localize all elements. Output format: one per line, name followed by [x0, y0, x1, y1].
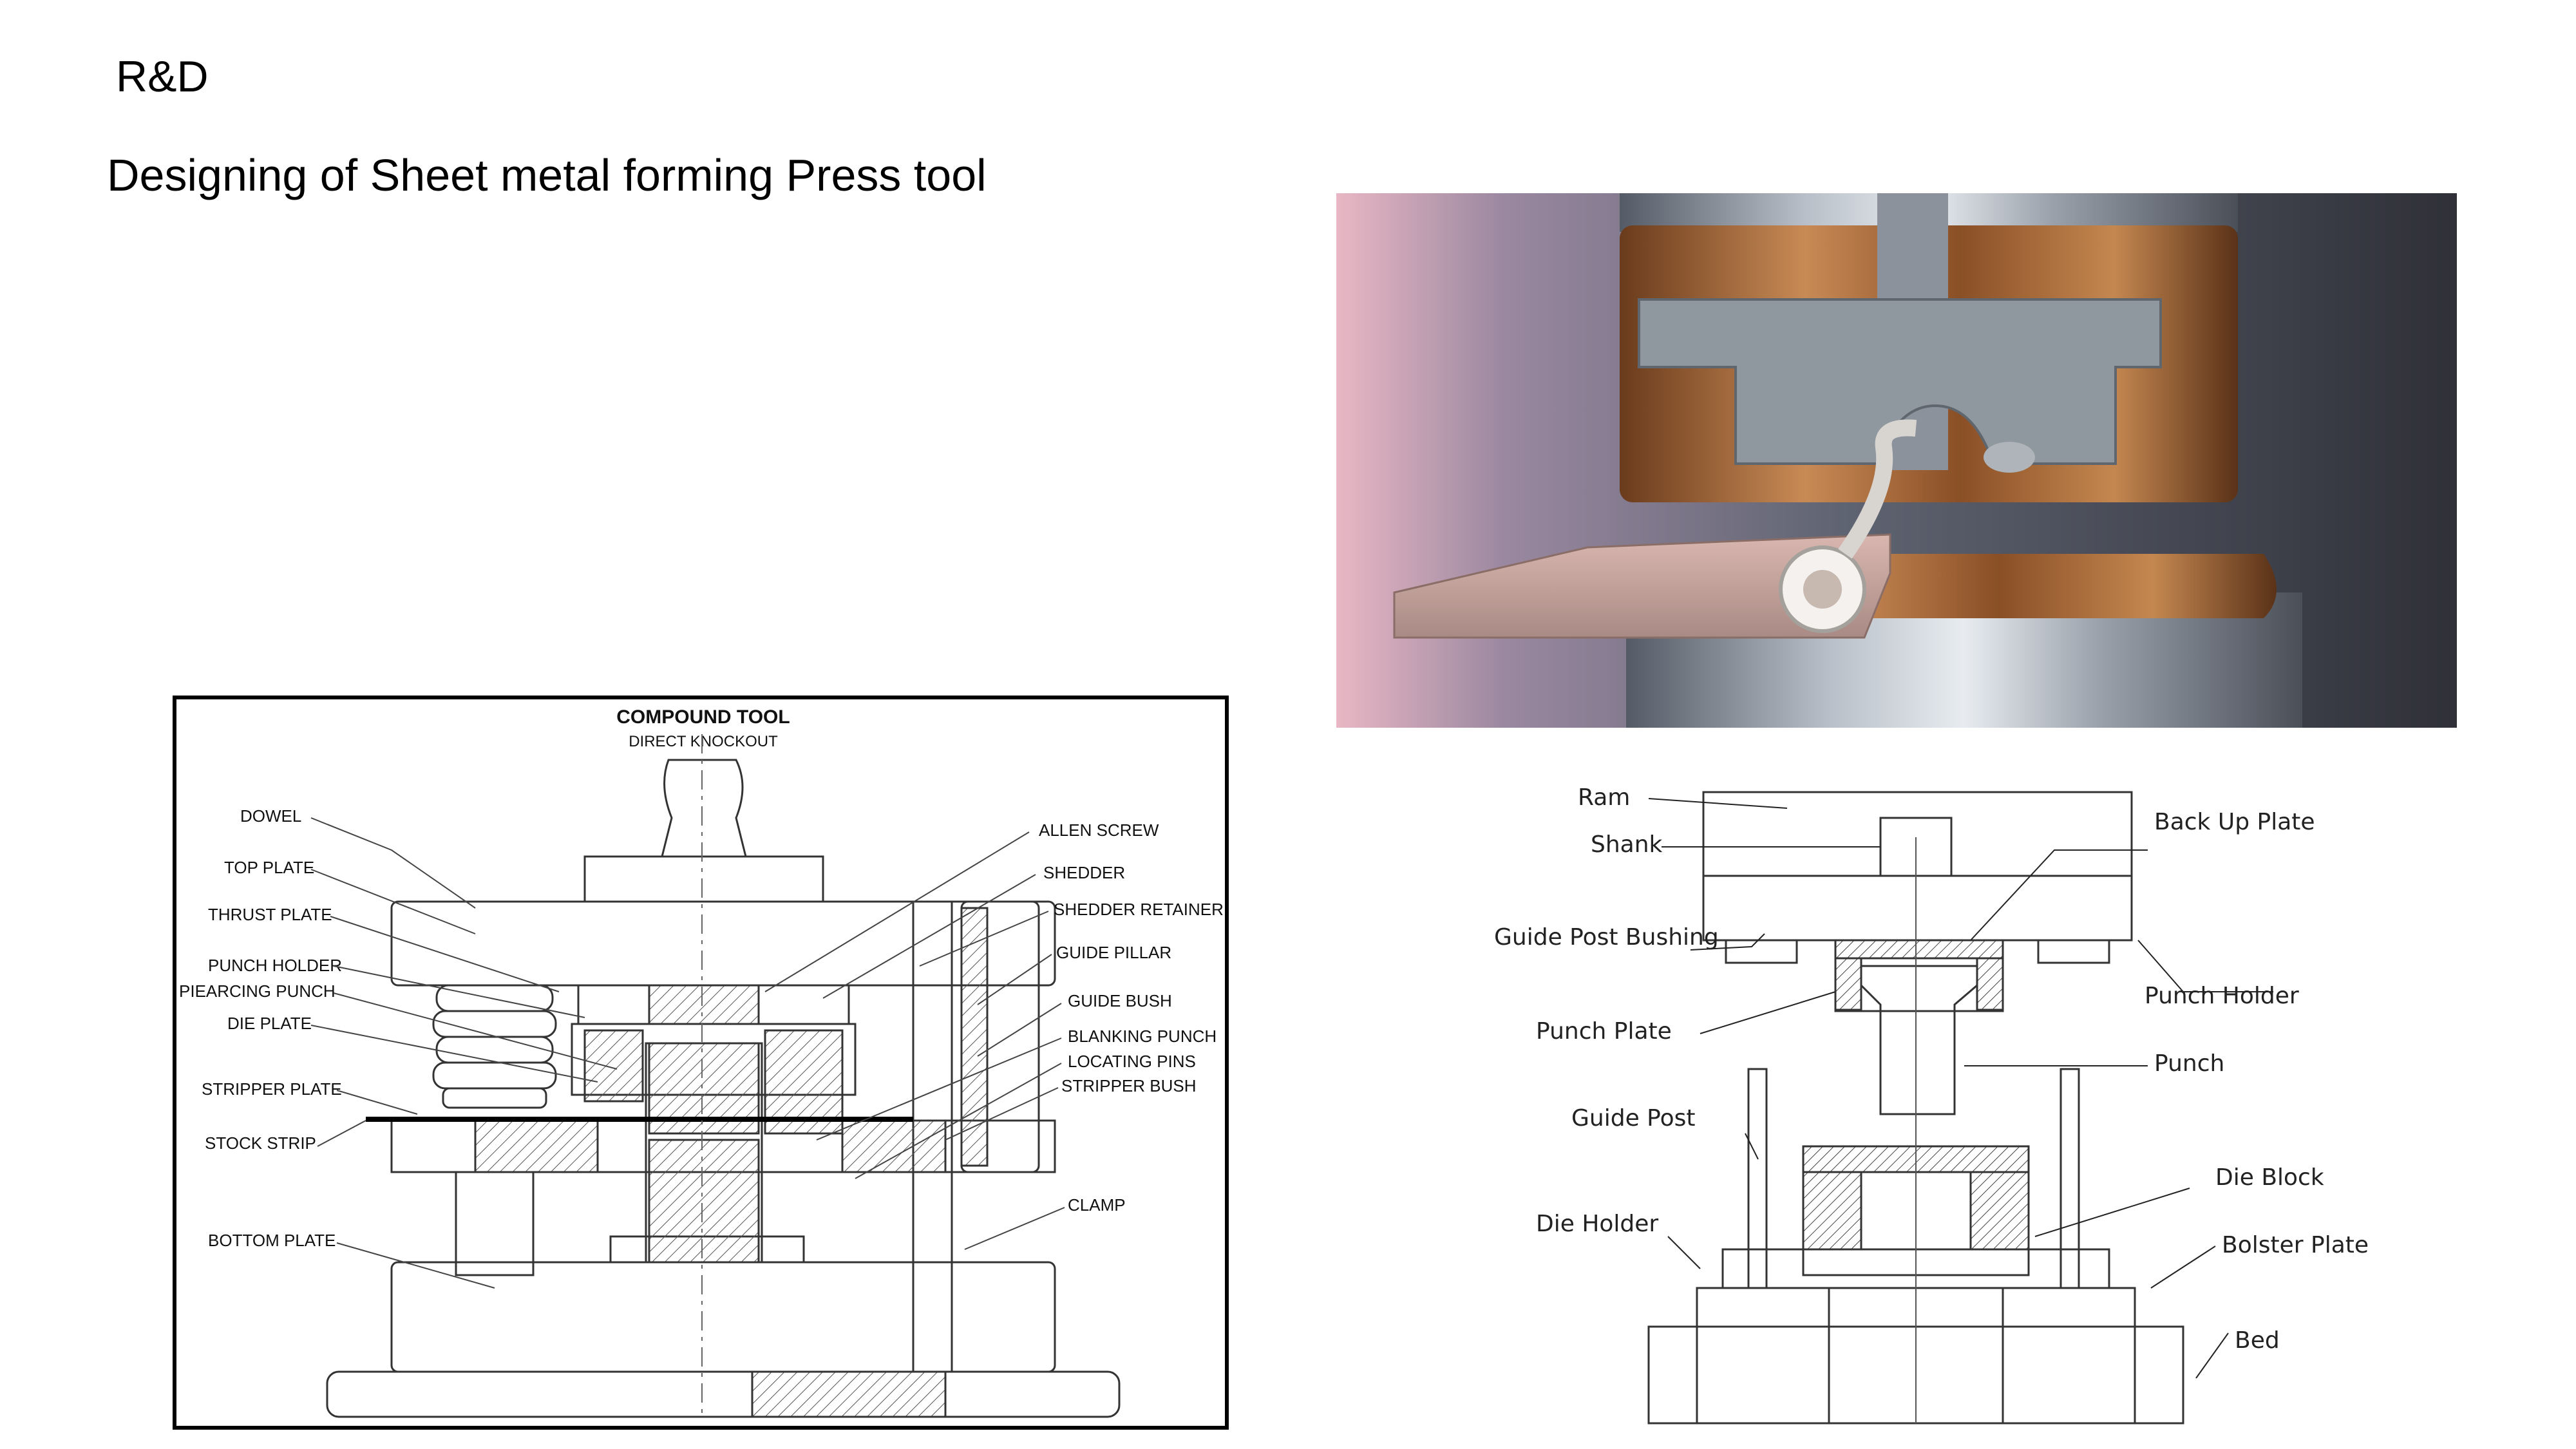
- label-punch-holder: Punch Holder: [2145, 983, 2299, 1009]
- label-bottom-plate: BOTTOM PLATE: [208, 1231, 336, 1250]
- label-guide-post-bushing: Guide Post Bushing: [1494, 924, 1719, 951]
- press-forming-photo: [1336, 193, 2457, 728]
- press-tool-diagram: Ram Shank Back Up Plate Guide Post Bushi…: [1494, 784, 2369, 1425]
- label-die-block: Die Block: [2215, 1164, 2324, 1191]
- label-back-up-plate: Back Up Plate: [2154, 809, 2315, 835]
- label-punch-holder: PUNCH HOLDER: [208, 956, 342, 975]
- label-guide-post: Guide Post: [1571, 1105, 1695, 1132]
- label-die-holder: Die Holder: [1536, 1211, 1658, 1237]
- compound-tool-diagram: COMPOUND TOOL DIRECT KNOCKOUT: [173, 696, 1229, 1430]
- label-piearcing-punch: PIEARCING PUNCH: [179, 981, 336, 1001]
- compound-left-labels: DOWEL TOP PLATE THRUST PLATE PUNCH HOLDE…: [179, 806, 342, 1250]
- press-labels: Ram Shank Back Up Plate Guide Post Bushi…: [1494, 784, 2369, 1354]
- slide-heading: R&D: [116, 52, 209, 101]
- label-thrust-plate: THRUST PLATE: [208, 905, 332, 924]
- label-locating-pins: LOCATING PINS: [1068, 1052, 1196, 1071]
- label-bolster-plate: Bolster Plate: [2222, 1232, 2369, 1258]
- label-stripper-bush: STRIPPER BUSH: [1061, 1076, 1197, 1095]
- label-shedder-retainer: SHEDDER RETAINER: [1054, 900, 1224, 919]
- label-allen-screw: ALLEN SCREW: [1039, 820, 1159, 840]
- label-punch-plate: Punch Plate: [1536, 1018, 1672, 1045]
- label-clamp: CLAMP: [1068, 1195, 1126, 1215]
- compound-right-labels: ALLEN SCREW SHEDDER SHEDDER RETAINER GUI…: [1039, 820, 1224, 1215]
- label-guide-bush: GUIDE BUSH: [1068, 991, 1172, 1010]
- label-dowel: DOWEL: [240, 806, 301, 826]
- label-blanking-punch: BLANKING PUNCH: [1068, 1027, 1217, 1046]
- slide-title: Designing of Sheet metal forming Press t…: [107, 150, 987, 200]
- label-stock-strip: STOCK STRIP: [205, 1133, 316, 1153]
- label-shedder: SHEDDER: [1043, 863, 1125, 882]
- label-guide-pillar: GUIDE PILLAR: [1056, 943, 1171, 962]
- label-stripper-plate: STRIPPER PLATE: [202, 1079, 342, 1099]
- label-shank: Shank: [1591, 831, 1663, 858]
- label-die-plate: DIE PLATE: [227, 1014, 312, 1033]
- label-ram: Ram: [1578, 784, 1630, 811]
- label-top-plate: TOP PLATE: [224, 858, 314, 877]
- compound-tool-title: COMPOUND TOOL: [616, 706, 790, 728]
- compound-tool-subtitle: DIRECT KNOCKOUT: [629, 733, 778, 750]
- label-punch: Punch: [2154, 1050, 2224, 1077]
- label-bed: Bed: [2235, 1327, 2280, 1354]
